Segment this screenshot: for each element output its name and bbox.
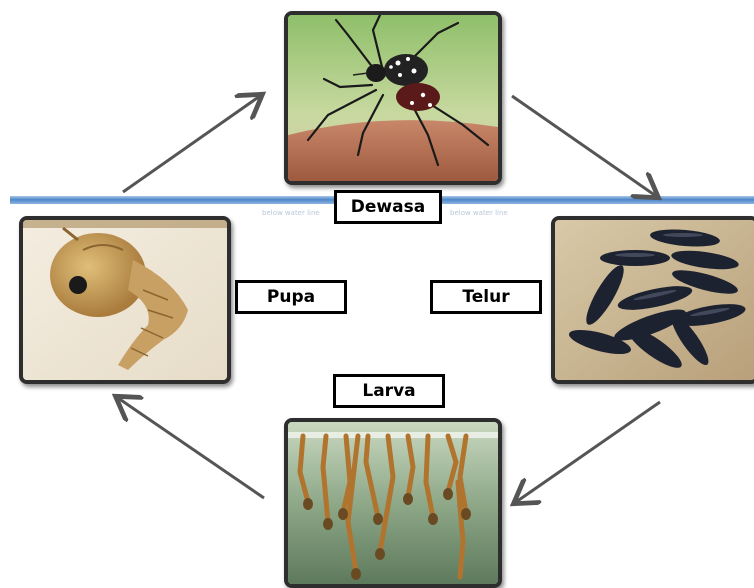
water-line-caption-right: below water line [450,209,508,217]
larva-photo [284,418,502,588]
pupa-stage-label: Pupa [235,280,347,314]
arrow-pupa-to-adult [123,96,260,192]
adult-mosquito-photo [284,11,502,185]
arrow-adult-to-egg [512,96,656,196]
egg-stage-label: Telur [430,280,542,314]
adult-stage-label: Dewasa [334,190,442,224]
egg-photo [551,216,754,384]
pupa-photo [19,216,231,384]
water-line-caption-left: below water line [262,209,320,217]
larva-stage-label: Larva [333,374,445,408]
arrow-larva-to-pupa [118,398,264,498]
arrow-egg-to-larva [516,402,660,502]
